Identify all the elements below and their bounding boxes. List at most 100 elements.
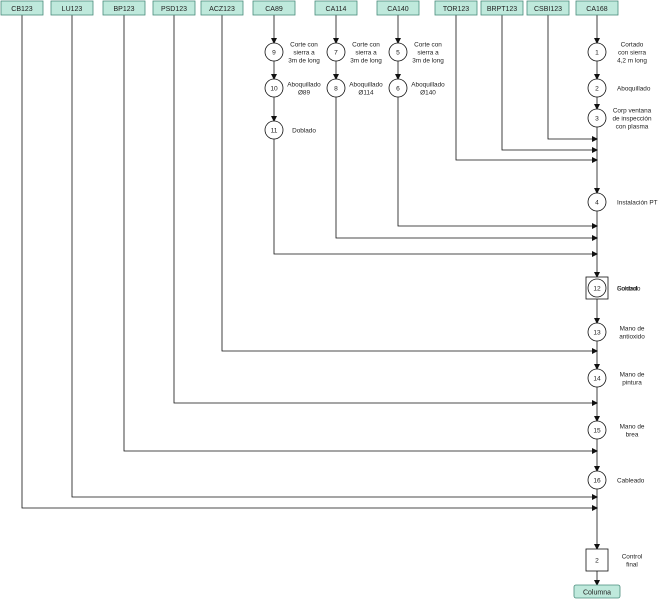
operation-description: de inspección [612,116,652,123]
material-box-ca89 [252,0,296,16]
operation-description: Aboquillado [411,82,445,89]
output-label: Columna [583,590,611,597]
operation-number: 12 [593,286,601,293]
connector-lines [21,15,600,586]
operation-circle [264,78,284,98]
material-box-brpt123 [480,0,524,16]
operation-description: Aboquillado [349,82,383,89]
material-box-cb123 [0,0,44,16]
operation-circle [587,278,607,298]
operation-description: 3m de long [350,58,382,65]
operation-description: Aboquillado [287,82,321,89]
material-box-acz123 [200,0,244,16]
operation-number: 2 [595,558,599,565]
material-box-bp123 [102,0,146,16]
material-label: ACZ123 [209,6,235,13]
material-label: CA89 [265,6,283,13]
operation-circle [587,420,607,440]
operation-number: 3 [595,116,599,123]
join-ca140 [397,97,598,229]
material-box-lu123 [50,0,94,16]
operation-description: Mano de [620,372,645,379]
operation-description: Mano de [620,326,645,333]
join-bp123 [123,15,598,454]
operation-description: sierra a [355,50,377,57]
operation-circle [326,42,346,62]
join-cb123 [21,15,598,511]
join-ca114 [335,97,598,241]
material-box-ca114 [314,0,358,16]
material-label: CA168 [586,6,608,13]
material-label: BP123 [113,6,134,13]
material-box-tor123 [434,0,478,16]
material-box-ca168 [575,0,619,16]
join-acz123 [221,15,598,354]
operation-circle [264,120,284,140]
inspection-square [585,548,609,572]
operation-description: sierra a [417,50,439,57]
operation-circle [587,322,607,342]
operation-circle [388,42,408,62]
operation-description: Instalación PT [617,200,658,207]
operation-circle [587,108,607,128]
material-label: CSBI123 [534,6,562,13]
operation-description: Corte con [290,42,318,49]
join-psd123 [173,15,598,406]
operation-description: Soldado [617,286,641,293]
operation-description: final [626,562,638,569]
output-box [573,584,621,599]
operation-description: Corte con [414,42,442,49]
operation-number: 11 [271,128,278,135]
material-box-ca140 [376,0,420,16]
operation-number: 10 [270,86,278,93]
operation-description: antioxido [619,334,645,341]
operation-number: 1 [595,50,599,57]
material-label: BRPT123 [487,6,517,13]
operation-description: Ø89 [298,90,311,97]
material-label: TOR123 [443,6,469,13]
operation-number: 15 [593,428,601,435]
material-label: CB123 [11,6,33,13]
operation-description: Cortado [621,42,644,49]
operation-description: sierra a [293,50,315,57]
operation-description: Cableado [617,478,645,485]
operation-circle [587,78,607,98]
operation-description: Corp ventana [613,108,652,115]
operation-number: 7 [334,50,338,57]
operation-number: 14 [593,376,601,383]
operation-description: Corte con [352,42,380,49]
operation-description: con sierra [618,50,647,57]
operation-number: 2 [595,86,599,93]
operation-number: 9 [272,50,276,57]
operation-number: 13 [593,330,601,337]
operation-description: 3m de long [412,58,444,65]
operation-circle [587,368,607,388]
material-label: LU123 [62,6,83,13]
operation-number: 6 [396,86,400,93]
operation-description: Mano de [620,424,645,431]
operation-circle [587,42,607,62]
operation-circle [587,192,607,212]
join-lu123 [71,15,598,500]
operation-description: Aboquillado [617,86,651,93]
material-label: PSD123 [161,6,187,13]
operation-number: 5 [396,50,400,57]
material-box-psd123 [152,0,196,16]
join-tor123 [455,15,598,163]
operation-description: Ø140 [420,90,436,97]
operation-description: Control [622,554,643,561]
operation-description: brea [626,432,639,439]
join-brpt123 [501,15,598,153]
operation-description: 4,2 m long [617,58,647,65]
operation-circle [326,78,346,98]
operation-description: con plasma [616,124,649,131]
join-csbi123 [547,15,598,142]
operation-description: Control [617,286,638,293]
operation-number: 4 [595,200,599,207]
material-label: CA114 [326,6,347,13]
material-label: CA140 [387,6,409,13]
join-ca89 [273,139,598,257]
operation-circle [587,470,607,490]
